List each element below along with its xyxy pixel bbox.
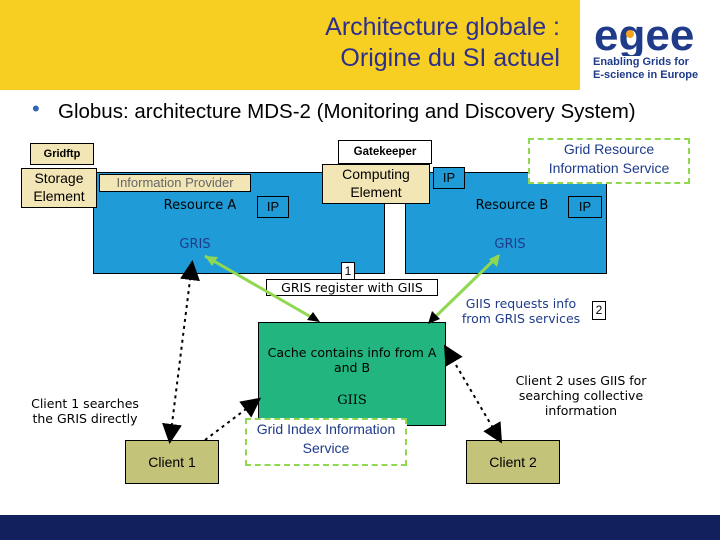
client-1-gris-arrow [162, 260, 200, 444]
logo-text: egee [594, 16, 694, 56]
bullet-icon: • [32, 96, 40, 121]
client-2-box: Client 2 [466, 440, 560, 484]
logo-box [580, 0, 720, 90]
gris-a-label: GRIS [179, 237, 211, 252]
page-title: Architecture globale : Origine du SI act… [160, 12, 560, 74]
gris-b-label: GRIS [494, 237, 526, 252]
logo-subtitle: Enabling Grids for E-science in Europe [593, 56, 718, 82]
title-line-1: Architecture globale : [325, 13, 560, 41]
title-box [0, 0, 580, 90]
information-provider: Information Provider [99, 174, 251, 192]
storage-element: Storage Element [21, 168, 97, 208]
gris-a-register-arrow [204, 254, 319, 323]
gris-b-register-arrow [428, 254, 500, 324]
title-line-2: Origine du SI actuel [340, 44, 560, 72]
step-1-text: GRIS register with GIIS [266, 279, 438, 296]
step-2-number: 2 [592, 301, 606, 320]
giis-box [258, 322, 446, 426]
resource-b-label: Resource B [475, 198, 549, 213]
grid-index-information-service: Grid Index Information Service [245, 418, 407, 466]
gatekeeper-label: Gatekeeper [338, 140, 432, 164]
logo-subtitle-line-2: E-science in Europe [593, 69, 699, 81]
logo-subtitle-line-1: Enabling Grids for [593, 56, 689, 68]
client-2-note: Client 2 uses GIIS for searching collect… [515, 373, 647, 418]
client-2-giis-arrow [443, 344, 503, 444]
resource-a-label: Resource A [163, 198, 237, 213]
giis-label: GIIS [337, 393, 367, 408]
gridftp-label: Gridftp [30, 143, 94, 165]
client-1-note: Client 1 searches the GRIS directly [31, 396, 139, 426]
footer-bar [0, 515, 720, 540]
step-2-text: GIIS requests info from GRIS services [453, 296, 589, 326]
resource-b-box [405, 172, 607, 274]
grid-resource-information-service: Grid Resource Information Service [528, 138, 690, 184]
client-1-giis-arrow [204, 397, 262, 441]
egee-logo: egee [594, 16, 694, 56]
cache-text: Cache contains info from A and B [267, 345, 437, 375]
ip-ce-box: IP [433, 167, 465, 189]
logo-dot-icon [626, 30, 634, 38]
ip-a-box: IP [257, 196, 289, 218]
computing-element: Computing Element [322, 164, 430, 204]
subtitle: Globus: architecture MDS-2 (Monitoring a… [58, 100, 636, 123]
ip-b-box: IP [568, 196, 602, 218]
